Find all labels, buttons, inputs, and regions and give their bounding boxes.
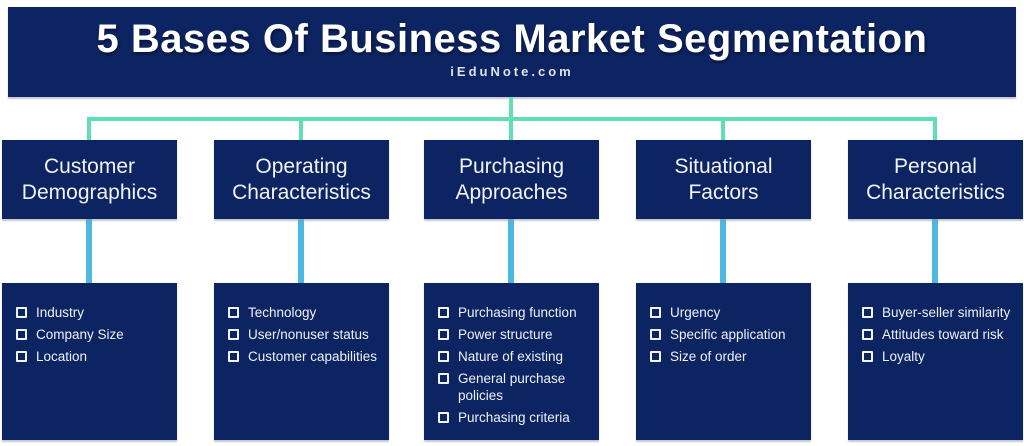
list-item: Attitudes toward risk: [861, 326, 1017, 343]
list-operating-characteristics: Technology User/nonuser status Customer …: [214, 283, 389, 440]
list-item: Location: [15, 348, 171, 365]
connector-drop-green-5: [933, 117, 937, 141]
checkbox-bullet-icon: [228, 307, 239, 318]
list-item: Purchasing function: [437, 304, 593, 321]
checkbox-bullet-icon: [862, 351, 873, 362]
checkbox-bullet-icon: [650, 329, 661, 340]
list-item: Company Size: [15, 326, 171, 343]
connector-drop-cyan-1: [86, 219, 92, 283]
list-item: User/nonuser status: [227, 326, 383, 343]
list-item: Urgency: [649, 304, 805, 321]
checkbox-bullet-icon: [16, 307, 27, 318]
checkbox-bullet-icon: [438, 412, 449, 423]
connector-drop-cyan-3: [508, 219, 514, 283]
list-item: Industry: [15, 304, 171, 321]
checkbox-bullet-icon: [862, 307, 873, 318]
checkbox-bullet-icon: [228, 329, 239, 340]
checkbox-bullet-icon: [228, 351, 239, 362]
header-situational-factors: Situational Factors: [636, 140, 811, 219]
title-banner: 5 Bases Of Business Market Segmentation …: [8, 7, 1016, 97]
checkbox-bullet-icon: [650, 351, 661, 362]
header-customer-demographics: Customer Demographics: [2, 140, 177, 219]
list-customer-demographics: Industry Company Size Location: [2, 283, 177, 440]
list-item: Nature of existing: [437, 348, 593, 365]
header-operating-characteristics: Operating Characteristics: [214, 140, 389, 219]
checkbox-bullet-icon: [16, 351, 27, 362]
page-title: 5 Bases Of Business Market Segmentation: [96, 17, 928, 61]
list-item: Specific application: [649, 326, 805, 343]
list-personal-characteristics: Buyer-seller similarity Attitudes toward…: [848, 283, 1023, 440]
connector-drop-green-1: [87, 117, 91, 141]
list-item: Power structure: [437, 326, 593, 343]
list-item: Technology: [227, 304, 383, 321]
list-item: Customer capabilities: [227, 348, 383, 365]
list-purchasing-approaches: Purchasing function Power structure Natu…: [424, 283, 599, 440]
list-item: General purchase policies: [437, 370, 593, 404]
connector-drop-cyan-4: [720, 219, 726, 283]
list-item: Size of order: [649, 348, 805, 365]
connector-drop-green-3: [509, 117, 513, 141]
checkbox-bullet-icon: [438, 373, 449, 384]
list-item: Buyer-seller similarity: [861, 304, 1017, 321]
checkbox-bullet-icon: [438, 329, 449, 340]
connector-drop-green-2: [299, 117, 303, 141]
checkbox-bullet-icon: [438, 307, 449, 318]
header-personal-characteristics: Personal Characteristics: [848, 140, 1023, 219]
checkbox-bullet-icon: [438, 351, 449, 362]
checkbox-bullet-icon: [862, 329, 873, 340]
list-item: Loyalty: [861, 348, 1017, 365]
site-name: iEduNote.com: [450, 64, 574, 79]
checkbox-bullet-icon: [16, 329, 27, 340]
list-item: Purchasing criteria: [437, 409, 593, 426]
connector-drop-cyan-5: [932, 219, 938, 283]
connector-drop-green-4: [721, 117, 725, 141]
checkbox-bullet-icon: [650, 307, 661, 318]
connector-trunk: [509, 97, 513, 121]
connector-drop-cyan-2: [298, 219, 304, 283]
header-purchasing-approaches: Purchasing Approaches: [424, 140, 599, 219]
list-situational-factors: Urgency Specific application Size of ord…: [636, 283, 811, 440]
